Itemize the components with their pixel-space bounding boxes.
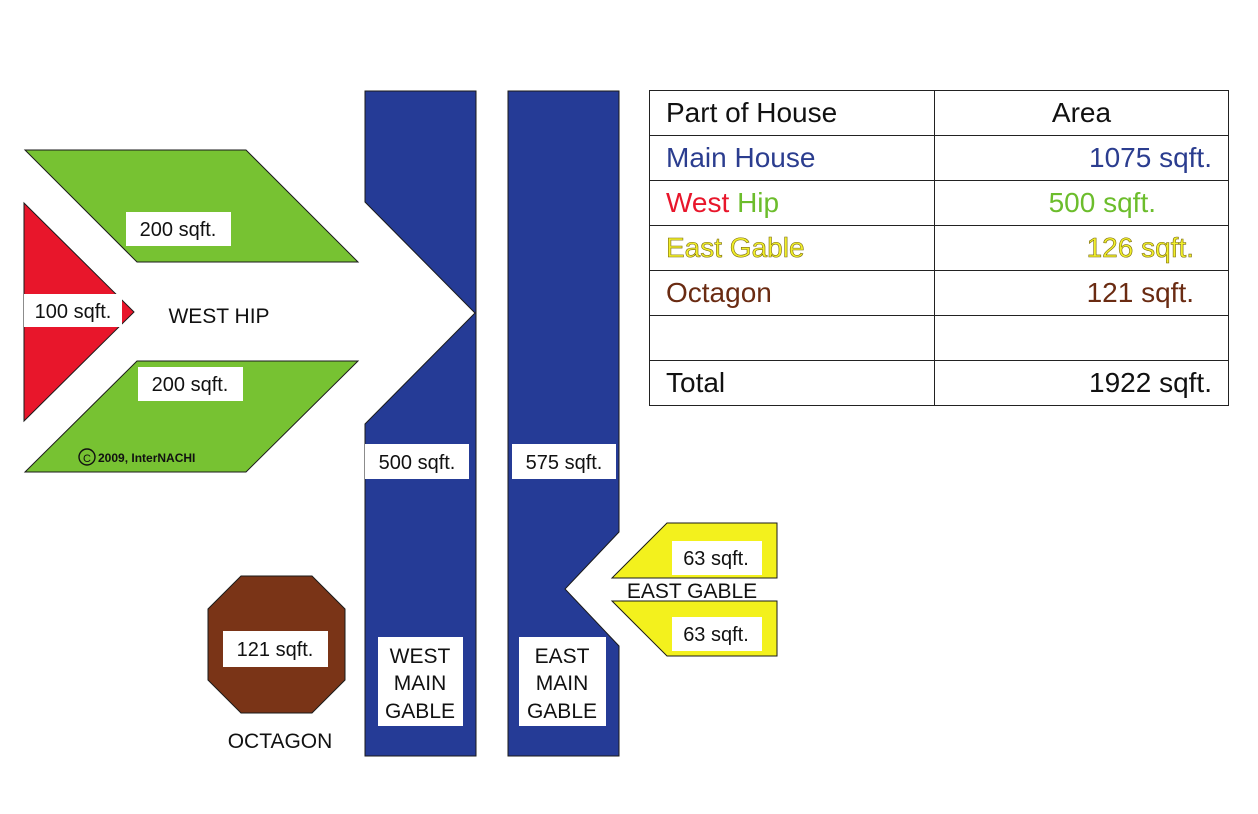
west-hip-lower-green-section xyxy=(23,360,360,473)
octagon-area-box xyxy=(223,631,328,667)
octagon-area-label: 121 sqft. xyxy=(237,639,314,661)
main-house-part-cell: Main House xyxy=(649,135,935,181)
table-header-row: Part of House Area xyxy=(649,90,1229,136)
west-hip-upper-area-box xyxy=(126,212,231,246)
west-main-gable-area-box xyxy=(365,444,469,479)
table-row-empty xyxy=(649,315,1229,361)
west-hip-part-word-2: Hip xyxy=(737,187,780,218)
total-area-cell: 1922 sqft. xyxy=(934,360,1229,406)
area-summary-table: Part of House Area Main House 1075 sqft.… xyxy=(649,90,1229,406)
table-row-main-house: Main House 1075 sqft. xyxy=(649,135,1229,181)
west-hip-red-area-label: 100 sqft. xyxy=(35,301,112,323)
table-row-total: Total 1922 sqft. xyxy=(649,360,1229,406)
west-main-gable-area-label: 500 sqft. xyxy=(379,452,456,474)
east-gable-upper-area-label: 63 sqft. xyxy=(683,548,749,570)
west-hip-lower-area-box xyxy=(138,367,243,401)
west-main-gable-section xyxy=(364,90,477,757)
east-main-gable-area-box xyxy=(512,444,616,479)
west-hip-part-word-1: West xyxy=(666,187,730,218)
west-hip-upper-green-section xyxy=(23,149,360,263)
west-hip-part-cell: West Hip xyxy=(649,180,935,226)
west-hip-lower-area-label: 200 sqft. xyxy=(152,374,229,396)
west-hip-red-area-box xyxy=(24,294,122,327)
copyright-text: 2009, InterNACHI xyxy=(98,451,195,465)
east-main-gable-name-box xyxy=(519,637,606,726)
west-main-gable-name-box xyxy=(378,637,463,726)
east-main-gable-name-line-1: EAST xyxy=(535,645,590,668)
copyright-icon xyxy=(78,448,96,466)
table-row-west-hip: West Hip 500 sqft. xyxy=(649,180,1229,226)
east-gable-lower-area-label: 63 sqft. xyxy=(683,624,749,646)
east-main-gable-name-line-2: MAIN xyxy=(536,672,589,695)
east-main-gable-area-label: 575 sqft. xyxy=(526,452,603,474)
total-part-cell: Total xyxy=(649,360,935,406)
west-hip-area-cell: 500 sqft. xyxy=(934,180,1229,226)
west-main-gable-name-line-3: GABLE xyxy=(385,700,455,723)
main-house-area-cell: 1075 sqft. xyxy=(934,135,1229,181)
east-main-gable-name-line-3: GABLE xyxy=(527,700,597,723)
header-area: Area xyxy=(934,90,1229,136)
east-gable-part-cell: East Gable xyxy=(649,225,935,271)
west-main-gable-name-line-1: WEST xyxy=(390,645,451,668)
east-gable-title: EAST GABLE xyxy=(627,580,757,603)
east-gable-lower-area-box xyxy=(672,617,762,651)
west-hip-upper-area-label: 200 sqft. xyxy=(140,219,217,241)
header-part-of-house: Part of House xyxy=(649,90,935,136)
east-main-gable-section xyxy=(507,90,620,757)
octagon-title: OCTAGON xyxy=(228,730,333,753)
empty-area-cell xyxy=(934,315,1229,361)
east-gable-upper-area-box xyxy=(672,541,762,575)
table-row-east-gable: East Gable 126 sqft. xyxy=(649,225,1229,271)
copyright-symbol-letter: C xyxy=(83,453,91,465)
east-gable-area-cell: 126 sqft. xyxy=(934,225,1229,271)
west-hip-title: WEST HIP xyxy=(168,305,269,328)
table-row-octagon: Octagon 121 sqft. xyxy=(649,270,1229,316)
octagon-area-cell: 121 sqft. xyxy=(934,270,1229,316)
octagon-part-cell: Octagon xyxy=(649,270,935,316)
empty-part-cell xyxy=(649,315,935,361)
west-main-gable-name-line-2: MAIN xyxy=(394,672,447,695)
